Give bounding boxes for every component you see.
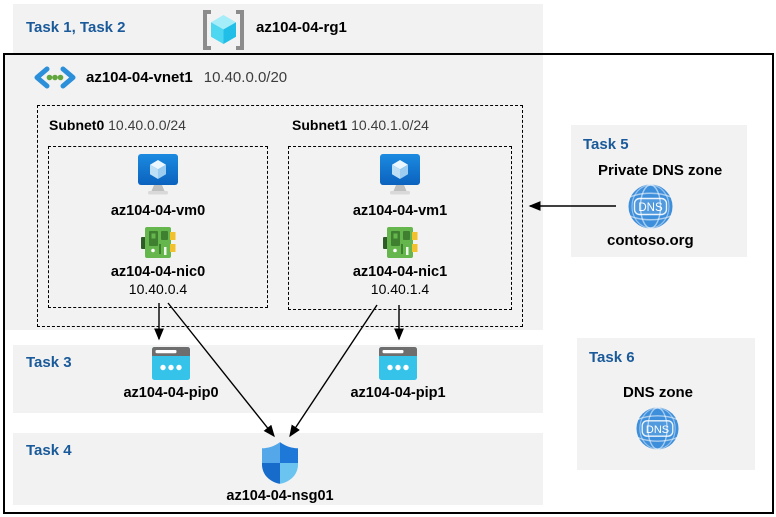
task6-box: Task 6 DNS zone DNS [577,338,755,470]
subnet0-box [48,146,268,308]
nsg-label: az104-04-nsg01 [226,488,334,504]
subnet0-label: Subnet0 10.40.0.0/24 [49,117,186,133]
pip1-icon [379,347,417,380]
dns-zone-title: DNS zone [623,384,694,401]
task1-2-strip: Task 1, Task 2 az104-04-rg1 [13,4,543,53]
svg-text:DNS: DNS [638,202,663,214]
private-dns-icon: DNS [628,184,673,229]
task5-label: Task 5 [583,136,629,153]
pip1-node: az104-04-pip1 [338,347,458,401]
nic0-ip: 10.40.0.4 [128,281,188,297]
pip1-label: az104-04-pip1 [350,385,446,401]
task3-label: Task 3 [26,354,72,371]
pip0-node: az104-04-pip0 [111,347,231,401]
task5-box: Task 5 Private DNS zone DNS contoso.org [571,125,747,257]
nsg-shield-icon [261,441,299,485]
dns-zone-icon: DNS [636,407,679,450]
private-dns-zone-title: Private DNS zone [598,162,723,179]
vnet-name: az104-04-vnet1 [86,69,193,86]
svg-text:DNS: DNS [646,424,669,436]
vm0-label: az104-04-vm0 [110,203,206,219]
vnet-header: az104-04-vnet1 10.40.0.0/20 [33,66,287,89]
subnet1-label: Subnet1 10.40.1.0/24 [292,117,429,133]
subnet0-content: az104-04-vm0 az104-04-nic0 10.40.0.4 [48,152,268,297]
subnet1-content: az104-04-vm1 az104-04-nic1 10.40.1.4 [288,152,512,297]
subnet1-box [288,146,512,310]
task3-strip: Task 3 az104-04-pip0 [13,345,543,413]
vm1-icon [377,152,423,198]
resource-group-icon [200,9,247,51]
task4-label: Task 4 [26,442,72,459]
nsg-node: az104-04-nsg01 [210,441,350,504]
virtual-network-icon [33,66,77,89]
resource-group-name: az104-04-rg1 [256,19,347,36]
vm1-label: az104-04-vm1 [352,203,448,219]
nic0-icon [139,225,177,260]
task4-strip: Task 4 az104-04-nsg01 [13,433,543,505]
pip0-icon [152,347,190,380]
task1-2-label: Task 1, Task 2 [26,19,126,36]
private-dns-zone-name: contoso.org [607,232,694,249]
vnet-cidr: 10.40.0.0/20 [203,69,288,86]
subnets-container [37,105,523,327]
vm0-icon [135,152,181,198]
task6-label: Task 6 [589,349,635,366]
pip0-label: az104-04-pip0 [123,385,219,401]
nic1-icon [381,225,419,260]
nic1-label: az104-04-nic1 [352,264,448,280]
nic0-label: az104-04-nic0 [110,264,206,280]
vnet-region [5,55,543,330]
nic1-ip: 10.40.1.4 [370,281,430,297]
